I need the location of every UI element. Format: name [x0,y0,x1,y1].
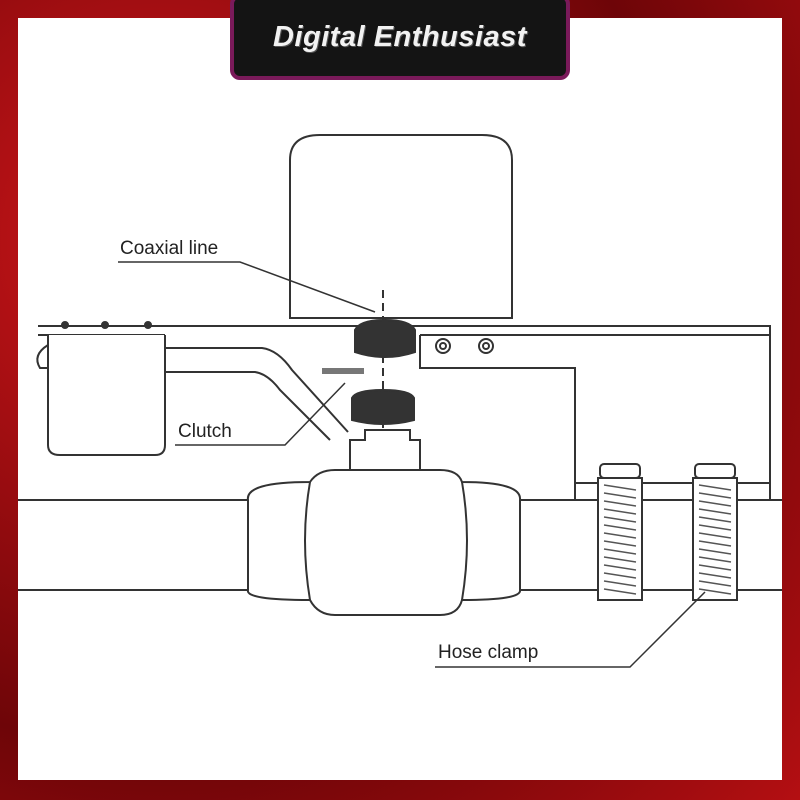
brand-banner: Digital Enthusiast [230,0,570,80]
clutch-plate [322,368,364,374]
upper-coupling-part [354,318,416,358]
ball-valve [246,429,522,616]
leader-hose-clamp [435,591,706,668]
lever-cup [36,321,166,456]
brand-title: Digital Enthusiast [273,20,527,53]
label-clutch: Clutch [178,421,232,442]
leader-coaxial-line [118,261,376,313]
hose-clamps [597,463,738,601]
valve-lever [165,347,349,441]
actuator-housing [289,134,513,319]
coupling [322,290,416,470]
label-coaxial-line: Coaxial line [120,238,219,259]
leader-lines [118,261,706,668]
leader-clutch [175,382,346,446]
label-hose-clamp: Hose clamp [438,642,539,663]
